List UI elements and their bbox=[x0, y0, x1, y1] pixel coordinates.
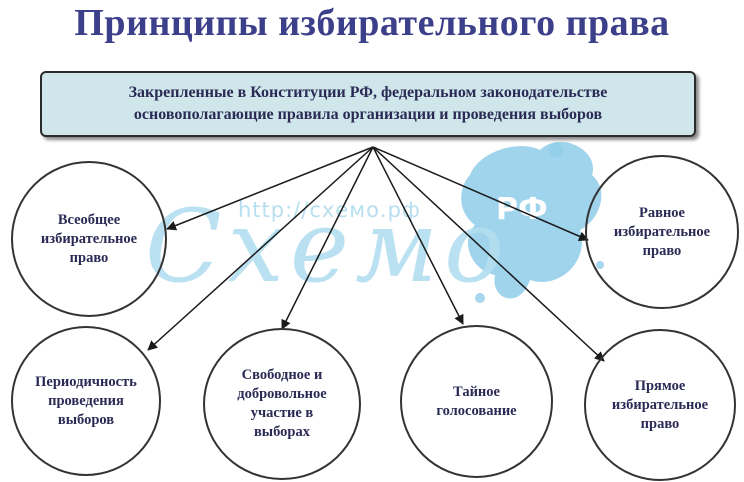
principle-equal: Равное избирательное право bbox=[585, 155, 739, 309]
watermark-brand: Схемо bbox=[145, 188, 511, 305]
arrow-to-periodicity bbox=[147, 146, 374, 351]
definition-line-2: основополагающие правила организации и п… bbox=[133, 106, 603, 123]
principle-secret: Тайное голосование bbox=[400, 325, 553, 478]
definition-line-1: Закрепленные в Конституции РФ, федеральн… bbox=[128, 84, 608, 101]
arrow-to-free bbox=[281, 146, 374, 330]
page-title: Принципы избирательного права bbox=[74, 2, 670, 44]
arrow-to-universal bbox=[166, 146, 374, 231]
definition-box: Закрепленные в Конституции РФ, федеральн… bbox=[40, 71, 696, 137]
principle-periodicity: Периодичность проведения выборов bbox=[11, 326, 161, 476]
principle-universal: Всеобщее избирательное право bbox=[11, 161, 167, 317]
principle-free: Свободное и добровольное участие в выбор… bbox=[203, 328, 361, 480]
principle-direct: Прямое избирательное право bbox=[584, 329, 736, 481]
arrow-to-direct bbox=[372, 146, 605, 362]
watermark-rf: РФ bbox=[496, 192, 548, 227]
arrow-to-secret bbox=[372, 146, 464, 325]
watermark-url: http://схемо.рф bbox=[238, 198, 421, 222]
arrow-to-equal bbox=[372, 146, 589, 242]
